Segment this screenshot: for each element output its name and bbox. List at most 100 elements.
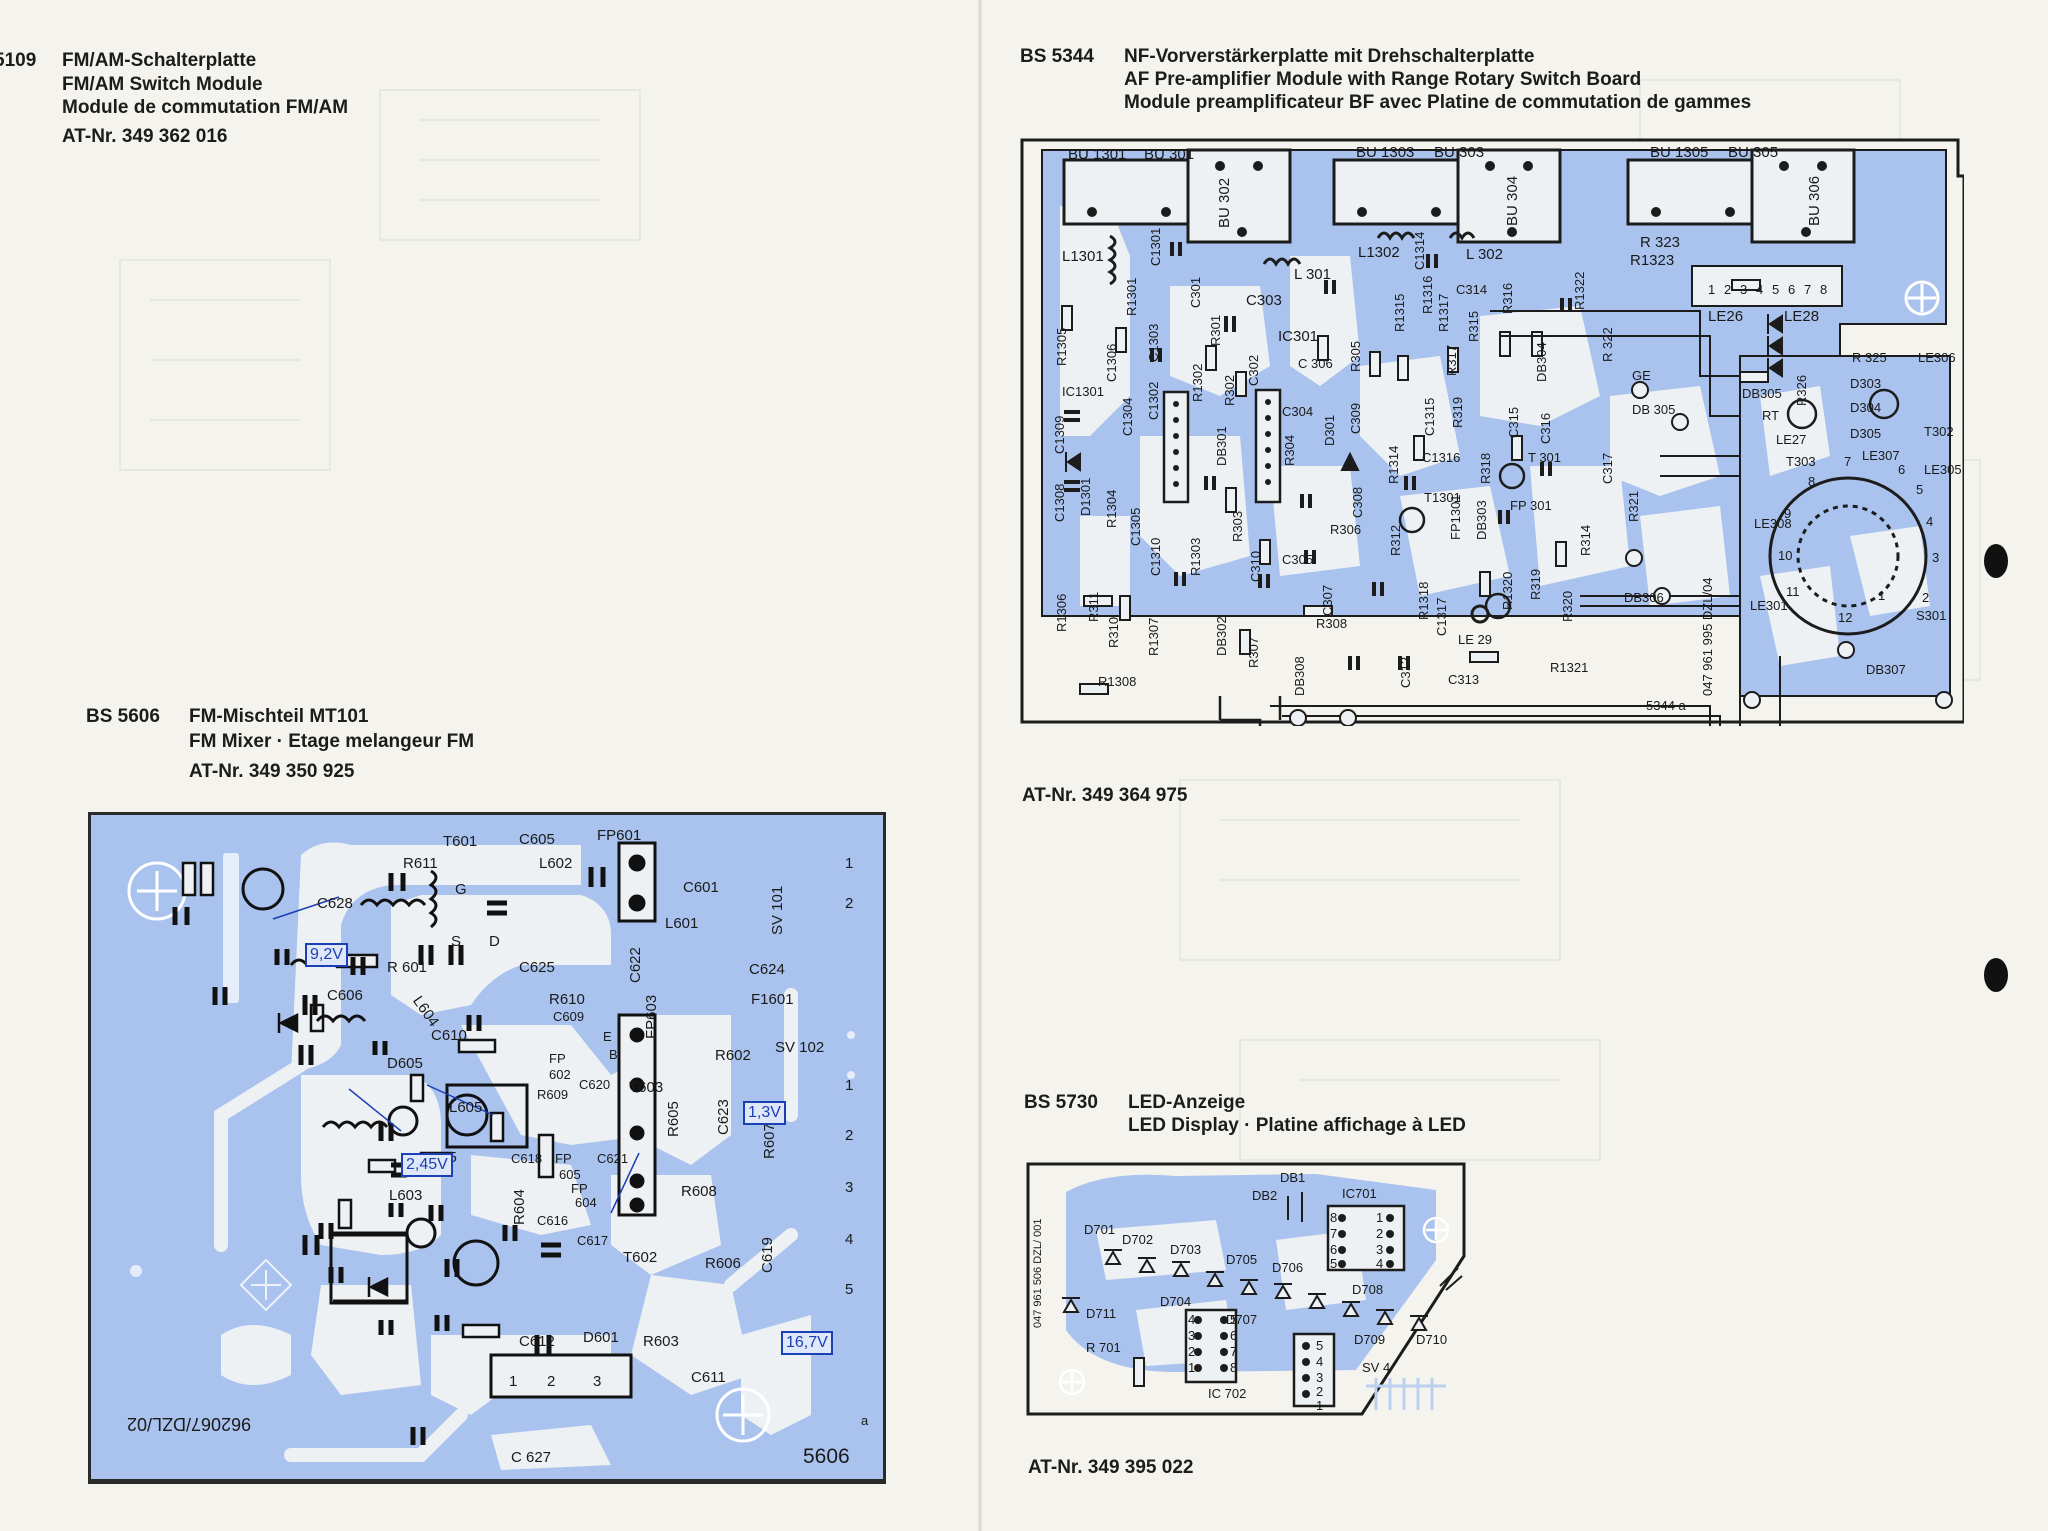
ic701-pin-2: 2 — [1376, 1226, 1384, 1241]
label-r319-top: R319 — [1450, 396, 1465, 428]
label-r310: R310 — [1106, 616, 1121, 648]
label-c1303: C1303 — [1146, 323, 1161, 362]
label-d605: D605 — [387, 1055, 423, 1072]
label-ic702: IC 702 — [1208, 1386, 1247, 1401]
label-r316: R316 — [1500, 282, 1515, 314]
voltage-1-3v: 1,3V — [743, 1101, 786, 1125]
label-r1305: R1305 — [1054, 327, 1069, 366]
label-c313: C313 — [1448, 672, 1480, 687]
label-r319-bottom: R319 — [1528, 568, 1543, 600]
label-r607: R607 — [761, 1123, 778, 1159]
label-r1302: R1302 — [1190, 363, 1205, 402]
fm-mixer-traces — [91, 841, 883, 1481]
label-c317: C317 — [1600, 452, 1615, 484]
label-c310: C310 — [1248, 550, 1263, 582]
label-r608: R608 — [681, 1183, 717, 1200]
label-d708: D708 — [1352, 1282, 1384, 1297]
led-at-nr: AT-Nr. 349 395 022 — [1028, 1457, 1194, 1478]
label-c610: C610 — [431, 1027, 467, 1044]
label-c314: C314 — [1456, 282, 1488, 297]
fm-am-code: 5109 — [0, 50, 37, 71]
label-c612: C612 — [519, 1333, 555, 1350]
label-c1317: C1317 — [1434, 597, 1449, 636]
label-d301: D301 — [1322, 414, 1337, 446]
af-preamp-title-fr: Module preamplificateur BF avec Platine … — [1124, 92, 1752, 113]
label-fp1301: FP1301 — [1448, 494, 1463, 540]
label-db1: DB1 — [1280, 1170, 1306, 1185]
label-r1314: R1314 — [1386, 445, 1401, 484]
label-r303: R303 — [1230, 510, 1245, 542]
label-db305-b: DB305 — [1742, 386, 1782, 401]
label-r603: R603 — [643, 1333, 679, 1350]
label-r601: R 601 — [387, 959, 428, 976]
sv101-connector — [617, 841, 657, 923]
label-r304: R304 — [1282, 434, 1297, 466]
sv4-pin-2: 2 — [1316, 1384, 1324, 1399]
af-preamp-side-id: 047 961 995 DZL/04 — [1700, 577, 1715, 696]
label-r1308: R1308 — [1098, 674, 1137, 689]
label-db307: DB307 — [1866, 662, 1906, 677]
label-c611: C611 — [691, 1369, 726, 1386]
label-l601: L601 — [665, 915, 699, 932]
label-r1307: R1307 — [1146, 617, 1161, 656]
fm-am-title-en: FM/AM Switch Module — [62, 74, 263, 95]
af-preamp-title-de: NF-Vorverstärkerplatte mit Drehschalterp… — [1124, 46, 1535, 67]
switch-pos-5: 5 — [1916, 482, 1924, 497]
af-preamp-board: BU 1301 BU 301 BU 302 BU 1303 BU 303 BU … — [1020, 136, 1964, 726]
label-c1315: C1315 — [1422, 397, 1437, 436]
label-r320: R320 — [1560, 590, 1575, 622]
label-d703: D703 — [1170, 1242, 1202, 1257]
label-le27: LE27 — [1776, 432, 1807, 447]
label-bu1305: BU 1305 — [1650, 144, 1709, 161]
label-d304: D304 — [1850, 400, 1882, 415]
label-l1301: L1301 — [1062, 248, 1104, 265]
label-l602: L602 — [539, 855, 573, 872]
board-number-5344: 5344 a — [1646, 698, 1686, 713]
label-bu1301: BU 1301 — [1068, 146, 1127, 163]
label-bu1303: BU 1303 — [1356, 144, 1415, 161]
label-ic701: IC701 — [1342, 1186, 1377, 1201]
ic702-pin-3: 3 — [1188, 1328, 1196, 1343]
label-c628: C628 — [317, 895, 353, 912]
label-c609: C609 — [553, 1009, 585, 1024]
label-gate: G — [455, 881, 467, 898]
led-side-id: 047 961 506 DZL/ 001 — [1032, 1218, 1044, 1328]
switch-pos-9: 9 — [1784, 506, 1792, 521]
label-le26: LE26 — [1708, 308, 1744, 325]
rotary-switch — [1768, 476, 1928, 636]
label-c307: C307 — [1320, 584, 1335, 616]
label-r1321: R1321 — [1550, 660, 1589, 675]
sv102-pin-2: 2 — [845, 1127, 854, 1144]
label-r610: R610 — [549, 991, 585, 1008]
label-r602: R602 — [715, 1047, 751, 1064]
label-fp301: FP 301 — [1510, 498, 1552, 513]
label-c601: C601 — [683, 879, 719, 896]
corner-mark: a — [861, 1413, 869, 1428]
fm-am-title-fr: Module de commutation FM/AM — [62, 97, 349, 118]
label-d705: D705 — [1226, 1252, 1258, 1267]
label-bu302: BU 302 — [1216, 177, 1233, 228]
label-c1309: C1309 — [1052, 415, 1067, 454]
label-c308: C308 — [1350, 486, 1365, 518]
switch-pos-10: 10 — [1778, 548, 1793, 563]
sv101-pin-1: 1 — [845, 855, 854, 872]
label-sv102: SV 102 — [775, 1039, 825, 1056]
label-t603: T603 — [629, 1079, 664, 1096]
board-id-mirrored: 962067/DZL/02 — [127, 1414, 252, 1434]
label-r325: R 325 — [1852, 350, 1887, 365]
label-r1304: R1304 — [1104, 489, 1119, 528]
label-r323: R 323 — [1640, 234, 1681, 251]
label-c304: C304 — [1282, 404, 1314, 419]
sv102-pin-1: 1 — [845, 1077, 854, 1094]
label-c1306: C1306 — [1104, 343, 1119, 382]
led-display-traces — [1026, 1162, 1466, 1416]
label-r318: R318 — [1478, 452, 1493, 484]
label-ic1301: IC1301 — [1062, 384, 1104, 399]
label-fp605-b: 605 — [559, 1167, 581, 1182]
label-f1601: F1601 — [751, 991, 794, 1008]
fm-mixer-board: T601 C605 FP601 R611 L602 C628 G S D C60… — [88, 812, 886, 1484]
voltage-2-45v: 2,45V — [401, 1153, 453, 1177]
board-number-5606: 5606 — [803, 1445, 850, 1468]
ic702-pin-2: 2 — [1188, 1344, 1196, 1359]
label-c301: C301 — [1188, 276, 1203, 308]
